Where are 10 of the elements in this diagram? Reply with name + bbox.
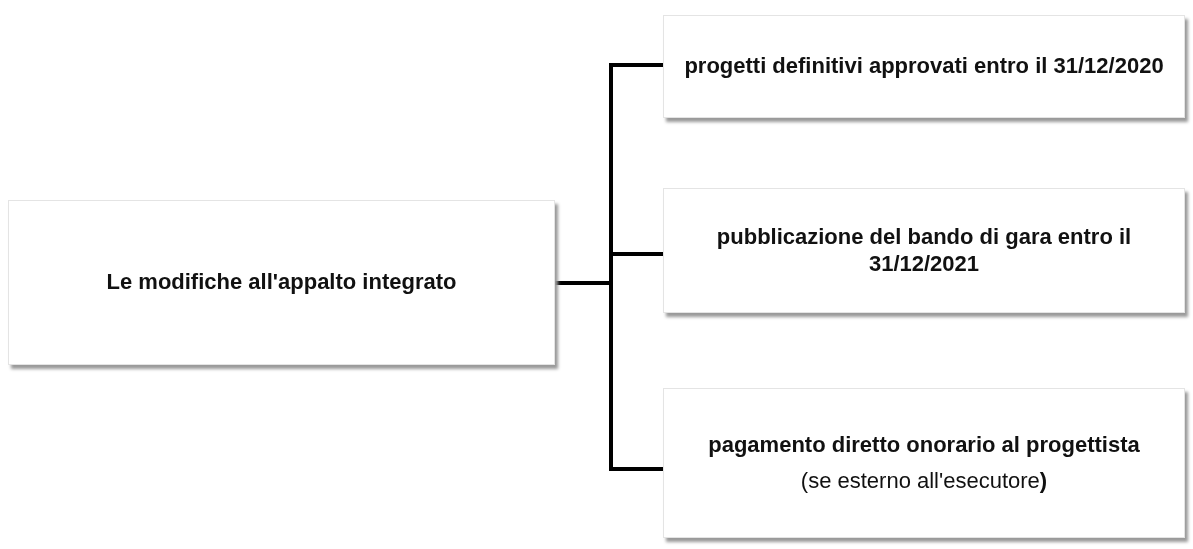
text-box: [663, 388, 1185, 538]
text-box: [663, 188, 1185, 313]
text-box: [8, 200, 555, 365]
box-label: pubblicazione del bando di gara entro il 31/12/2021: [715, 224, 1133, 277]
box-label: pagamento diretto onorario al progettista: [708, 431, 1140, 459]
box-note: (se esterno all'esecutore): [800, 468, 1048, 495]
text-box: [663, 15, 1185, 118]
connector-line: [555, 281, 663, 471]
box-label: Le modifiche all'appalto integrato: [106, 269, 457, 296]
box-label: progetti definitivi approvati entro il 31/12/2020: [684, 53, 1164, 80]
